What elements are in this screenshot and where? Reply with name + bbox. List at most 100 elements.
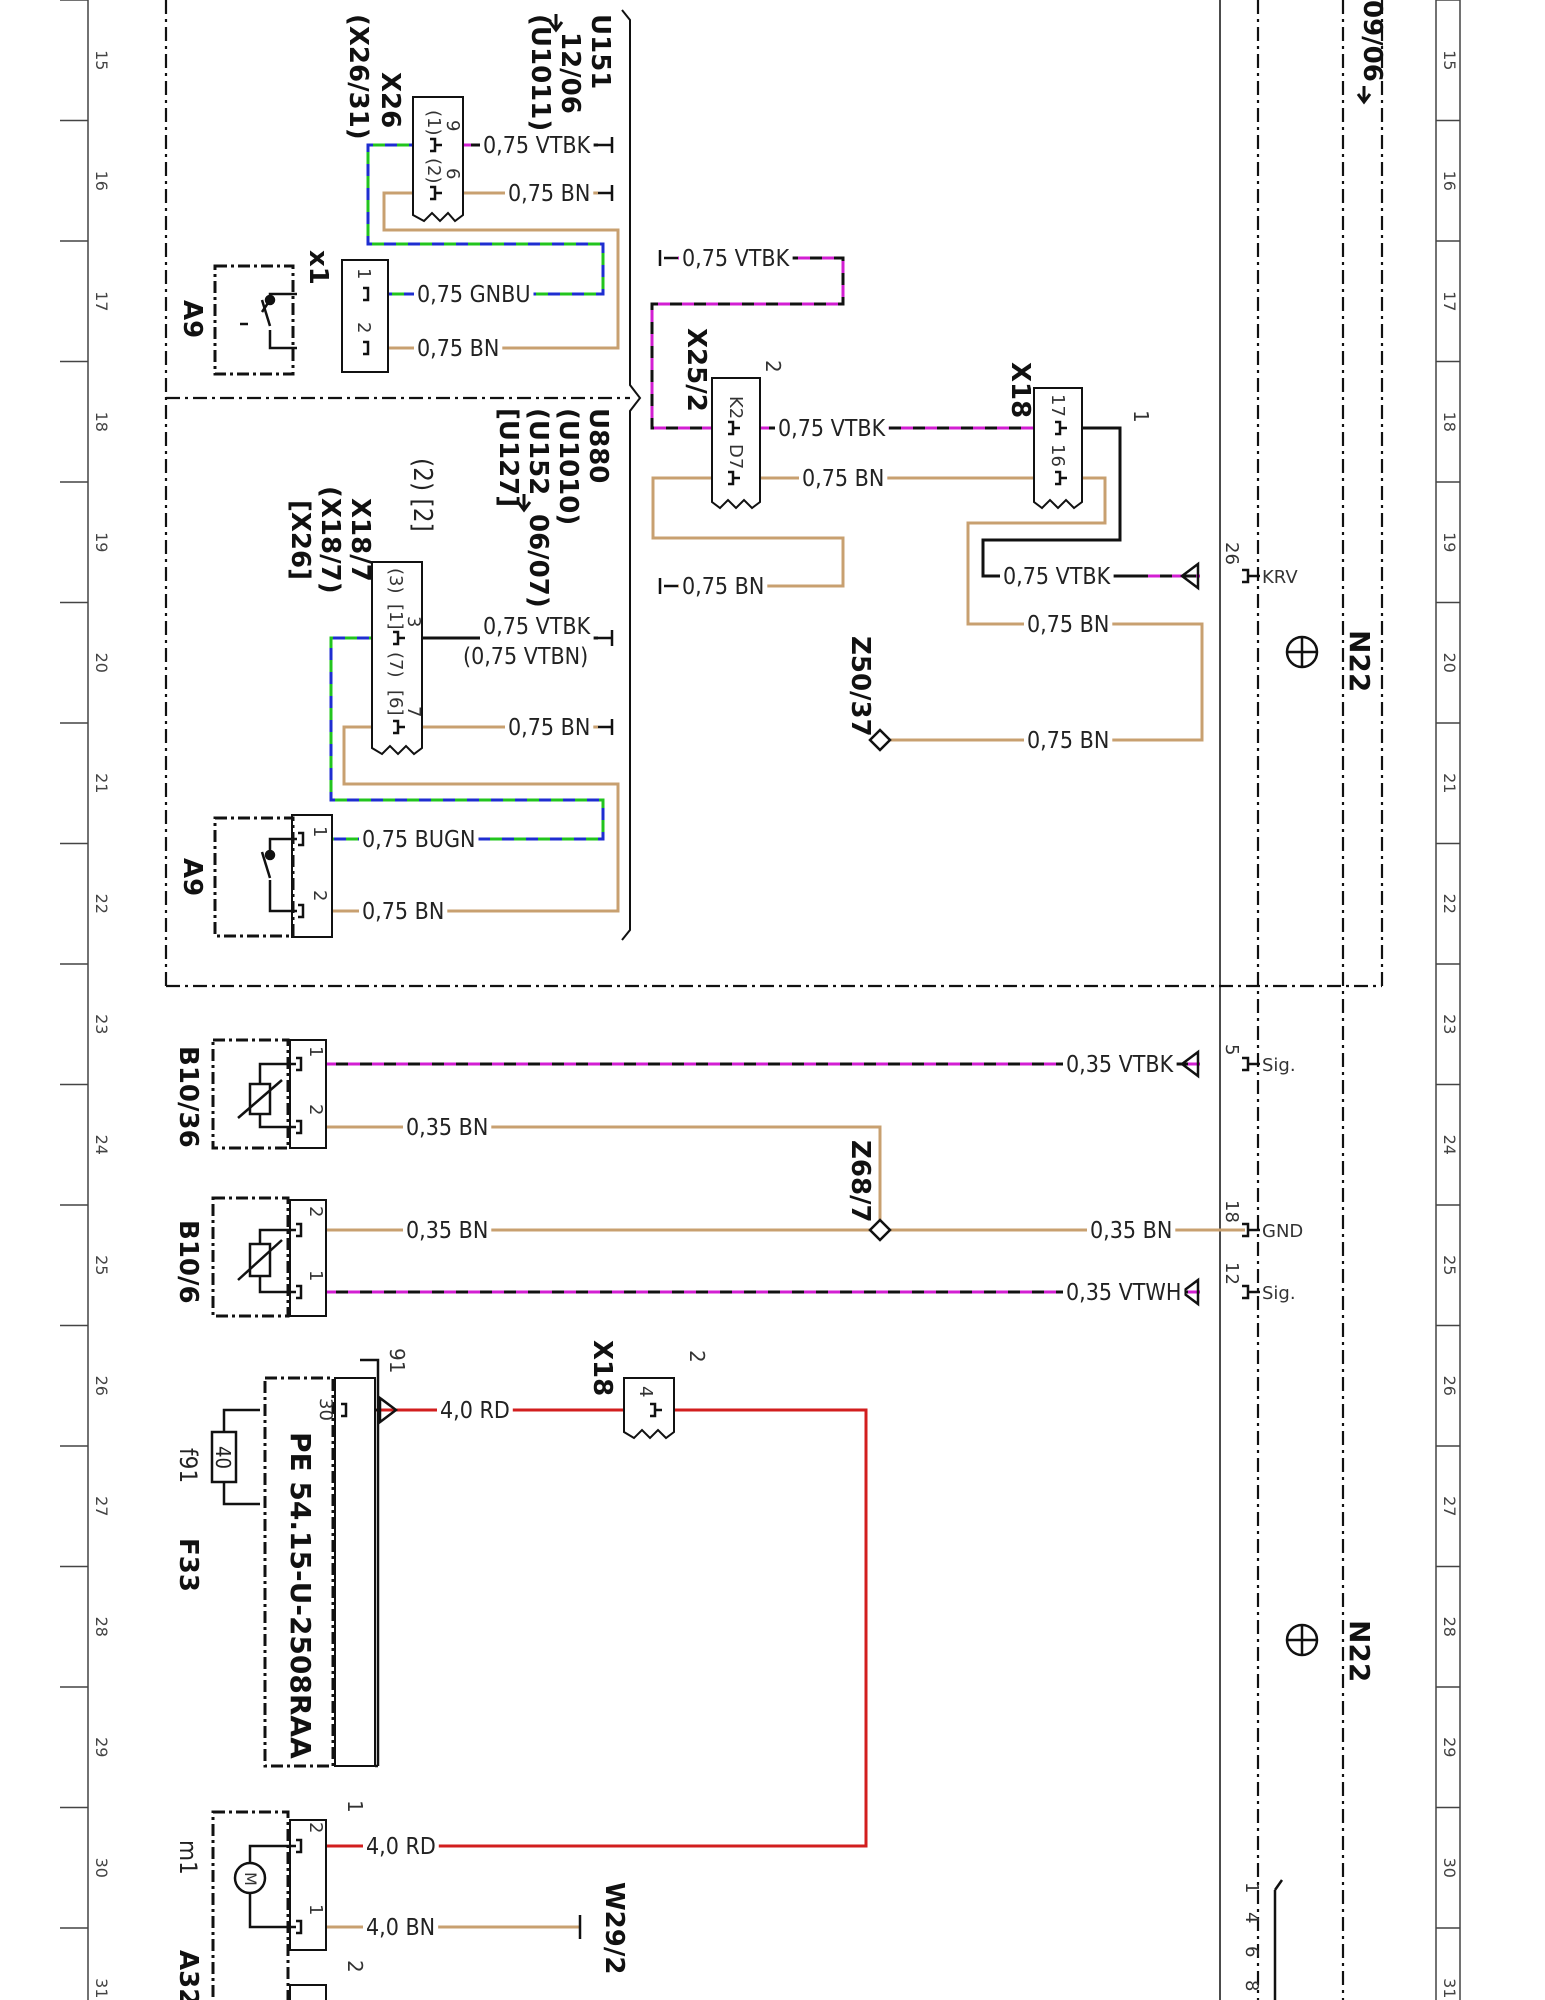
ground-n22-bottom-icon [1285,1623,1319,1657]
grid-label-left: 16 [92,171,111,191]
svg-text:[6]: [6] [385,690,406,716]
label-a9b-bn: 0,75 BN [362,899,444,925]
svg-text:K2: K2 [725,396,746,419]
svg-text:5: 5 [1221,1044,1242,1055]
svg-text:2: 2 [761,360,785,373]
connection-arrows [378,137,1200,1939]
label-m1: m1 [174,1840,202,1875]
svg-text:30: 30 [315,1398,336,1421]
label-bg [799,466,888,492]
label-w29-2: W29/2 [599,1882,629,1974]
label-pin-alt: (2) [2] [407,458,437,532]
label-bg [505,715,594,741]
arrow-icon [1179,1277,1200,1307]
svg-text:1: 1 [305,1270,326,1281]
grid-label-left: 20 [92,653,111,673]
svg-text:2: 2 [305,1104,326,1115]
grid-label-right: 17 [1440,291,1459,311]
wire-labels: 0,75 VTBK 0,75 BN 0,75 GNBU 0,75 BN 0,75… [362,133,1181,1941]
label-a32-bn: 4,0 BN [366,1915,435,1941]
svg-text:1: 1 [1129,410,1153,423]
svg-text:1: 1 [353,268,374,279]
grid-label-right: 18 [1440,412,1459,432]
grid-label-left: 30 [92,1858,111,1878]
label-b10-36-vtbk: 0,35 VTBK [1066,1052,1174,1078]
label-b10-6-vtwh: 0,35 VTWH [1066,1280,1181,1306]
svg-text:6: 6 [1241,1946,1262,1957]
splice-z68-7-icon [868,1218,892,1242]
label-b10-6-bn: 0,35 BN [406,1218,488,1244]
label-bg [1063,1280,1185,1306]
label-a9-top: A9 [177,300,207,338]
label-right-date: 09/06 [1357,0,1387,82]
label-bg [1063,1052,1177,1078]
grid-label-left: 28 [92,1617,111,1637]
grid-label-right: 16 [1440,171,1459,191]
bus-bracket [1273,1879,1284,2000]
label-x25-bn-out: 0,75 BN [802,466,884,492]
label-u151-code: U151 [585,14,615,89]
label-x18-7-vtbn: (0,75 VTBN) [463,644,588,670]
label-bg [1087,1218,1176,1244]
label-u880-code: U880 [583,408,613,483]
wire-a9-gnbu [366,143,605,296]
label-z50-37: Z50/37 [845,636,875,737]
pin-terminals [296,137,1260,1935]
label-bg [359,827,479,853]
device-symbols [210,292,1319,2000]
label-bg [363,1915,439,1941]
label-bg [414,336,503,362]
grid-frame [87,0,1461,2000]
svg-text:2: 2 [685,1350,709,1363]
label-a9-gnbu: 0,75 GNBU [417,282,530,308]
svg-text:2: 2 [309,890,330,901]
label-u880-date: 06/07) [523,514,553,608]
wire-a9b-bugn [298,636,605,841]
fuse-f91-icon [210,1358,380,1768]
label-x18-7-br: [X26] [285,500,315,580]
label-a9-bottom: A9 [177,858,207,896]
grid-label-left: 31 [92,1978,111,1998]
box-b10-6 [211,1196,290,1318]
box-f33 [263,1376,335,1768]
label-x1: x1 [303,250,333,285]
label-x25-bn-in: 0,75 BN [682,574,764,600]
grid-label-right: 28 [1440,1617,1459,1637]
label-u151-alt: (U1011) [525,14,555,131]
label-x18-top: X18 [1005,362,1035,418]
continuation-icon [658,250,678,266]
grid-label-left: 24 [92,1135,111,1155]
grid-label-right: 26 [1440,1376,1459,1396]
label-bg [505,181,594,207]
label-backgrounds [359,133,1185,1941]
svg-text:3: 3 [403,616,424,627]
svg-text:18: 18 [1221,1200,1242,1223]
grid-label-right: 22 [1440,894,1459,914]
ground-n22-top-icon [1285,635,1319,669]
pin-labels: 9 (1) 6 (2) 1 2 2 K2 D7 1 17 16 3 (3) [1… [305,110,1303,1991]
connector-x18-7 [371,561,423,756]
wires-power-section [300,1408,868,1929]
grid-label-right: 29 [1440,1737,1459,1757]
splice-z50-37-icon [868,728,892,752]
arrow-right-icon [516,494,532,513]
label-gnd-bn: 0,35 BN [1090,1218,1172,1244]
label-x18-7-bn: 0,75 BN [508,715,590,741]
boundary-lines [164,0,1384,2000]
svg-text:Sig.: Sig. [1262,1283,1296,1304]
splices [868,728,892,1242]
bracket-u151 [621,9,642,941]
label-bg [359,899,448,925]
svg-text:2: 2 [343,1960,367,1973]
label-pe-ref: PE 54.15-U-2508RAA [284,1432,317,1759]
label-x26-alt: (X26/31) [343,14,373,140]
label-a9-bn: 0,75 BN [417,336,499,362]
label-bg [679,246,793,272]
label-x25-vtbk-out: 0,75 VTBK [778,416,886,442]
label-a32-rd: 4,0 RD [366,1834,436,1860]
grid-label-left: 27 [92,1496,111,1516]
grid-label-right: 21 [1440,773,1459,793]
grid-label-right: 30 [1440,1858,1459,1878]
arrow-right-icon [1356,86,1372,105]
